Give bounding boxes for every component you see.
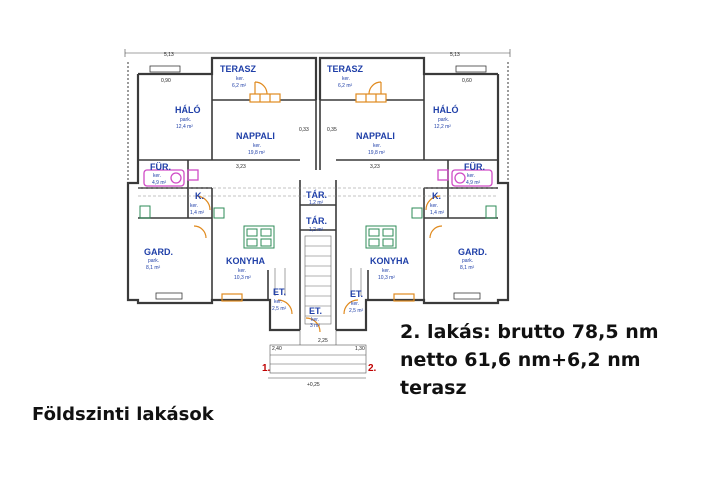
svg-text:ker.: ker.: [342, 76, 350, 82]
label-et-left: ET.: [273, 287, 286, 297]
apartment-info: 2. lakás: brutto 78,5 nm netto 61,6 nm+6…: [400, 318, 659, 402]
bath-fixtures: [143, 169, 493, 187]
svg-text:0,33: 0,33: [299, 127, 309, 133]
svg-text:12,4 m²: 12,4 m²: [176, 124, 193, 130]
svg-text:1,4 m²: 1,4 m²: [430, 210, 445, 216]
label-halo-left: HÁLÓ: [175, 104, 201, 115]
svg-text:3 m²: 3 m²: [310, 323, 320, 329]
caption: Földszinti lakások: [32, 404, 214, 425]
svg-text:6,2 m²: 6,2 m²: [232, 83, 247, 89]
label-konyha-left: KONYHA: [226, 256, 266, 266]
svg-text:3,23: 3,23: [236, 164, 246, 170]
svg-text:10,3 m²: 10,3 m²: [234, 275, 251, 281]
label-tar-top: TÁR.: [306, 190, 327, 200]
svg-text:ker.: ker.: [373, 143, 381, 149]
label-nappali-left: NAPPALI: [236, 131, 275, 141]
svg-text:2,5 m²: 2,5 m²: [349, 308, 364, 314]
svg-text:ker.: ker.: [467, 173, 475, 179]
label-et-right: ET.: [350, 289, 363, 299]
svg-text:ker.: ker.: [190, 203, 198, 209]
label-et-mid: ET.: [309, 306, 322, 316]
label-wc-right: K.: [432, 191, 441, 201]
outer-walls: [126, 56, 510, 332]
label-halo-right: HÁLÓ: [433, 104, 459, 115]
svg-text:4,9 m²: 4,9 m²: [466, 180, 481, 186]
svg-text:19,8 m²: 19,8 m²: [248, 150, 265, 156]
label-gard-right: GARD.: [458, 247, 487, 257]
entrance-steps: [268, 330, 367, 379]
svg-text:ker.: ker.: [351, 301, 359, 307]
info-line-1: 2. lakás: brutto 78,5 nm: [400, 321, 659, 343]
label-tar-bottom: TÁR.: [306, 216, 327, 226]
label-furdo-right: FÜR.: [464, 162, 485, 172]
svg-text:ker.: ker.: [253, 143, 261, 149]
top-dimension-line: 5,13 5,13: [124, 49, 511, 58]
unit-marker-2: 2.: [368, 363, 377, 374]
svg-text:ker.: ker.: [382, 268, 390, 274]
svg-text:0,90: 0,90: [161, 78, 171, 84]
svg-text:1,30: 1,30: [355, 346, 365, 352]
label-konyha-right: KONYHA: [370, 256, 410, 266]
svg-text:0,35: 0,35: [327, 127, 337, 133]
svg-text:2,25: 2,25: [318, 338, 328, 344]
doors: [193, 81, 443, 333]
dim-top-right: 5,13: [450, 52, 460, 58]
room-labels: TERASZ ker. 6,2 m² TERASZ ker. 6,2 m² HÁ…: [144, 64, 487, 329]
svg-text:6,2 m²: 6,2 m²: [338, 83, 353, 89]
info-line-3: terasz: [400, 377, 467, 399]
svg-text:park.: park.: [180, 117, 191, 123]
svg-text:2,40: 2,40: [272, 346, 282, 352]
svg-text:1,2 m²: 1,2 m²: [309, 200, 324, 206]
svg-text:8,1 m²: 8,1 m²: [146, 265, 161, 271]
svg-text:park.: park.: [462, 258, 473, 264]
kitchen-furniture: [139, 205, 497, 249]
svg-text:ker.: ker.: [274, 299, 282, 305]
svg-text:4,9 m²: 4,9 m²: [152, 180, 167, 186]
svg-text:19,8 m²: 19,8 m²: [368, 150, 385, 156]
svg-text:ker.: ker.: [311, 317, 319, 323]
svg-text:park.: park.: [438, 117, 449, 123]
unit-marker-1: 1.: [262, 363, 271, 374]
label-nappali-right: NAPPALI: [356, 131, 395, 141]
svg-text:12,2 m²: 12,2 m²: [434, 124, 451, 130]
label-wc-left: K.: [195, 191, 204, 201]
svg-text:8,1 m²: 8,1 m²: [460, 265, 475, 271]
info-line-2: netto 61,6 nm+6,2 nm: [400, 349, 641, 371]
label-furdo-left: FÜR.: [150, 162, 171, 172]
svg-text:0,60: 0,60: [462, 78, 472, 84]
svg-text:ker.: ker.: [153, 173, 161, 179]
svg-text:1,4 m²: 1,4 m²: [190, 210, 205, 216]
windows: [149, 65, 487, 300]
label-gard-left: GARD.: [144, 247, 173, 257]
svg-text:ker.: ker.: [236, 76, 244, 82]
dimension-texts: 3,23 3,23 0,33 0,35 0,90 0,60 +0,25 2,25…: [161, 78, 472, 388]
unit-markers: 1. 2.: [262, 363, 377, 374]
dim-top-left: 5,13: [164, 52, 174, 58]
svg-text:10,3 m²: 10,3 m²: [378, 275, 395, 281]
svg-text:+0,25: +0,25: [307, 382, 320, 388]
svg-text:3,23: 3,23: [370, 164, 380, 170]
svg-text:2,5 m²: 2,5 m²: [272, 306, 287, 312]
svg-text:ker.: ker.: [238, 268, 246, 274]
label-terasz-left: TERASZ: [220, 64, 257, 74]
svg-text:park.: park.: [148, 258, 159, 264]
svg-text:ker.: ker.: [430, 203, 438, 209]
label-terasz-right: TERASZ: [327, 64, 364, 74]
svg-text:1,2 m²: 1,2 m²: [309, 227, 324, 233]
